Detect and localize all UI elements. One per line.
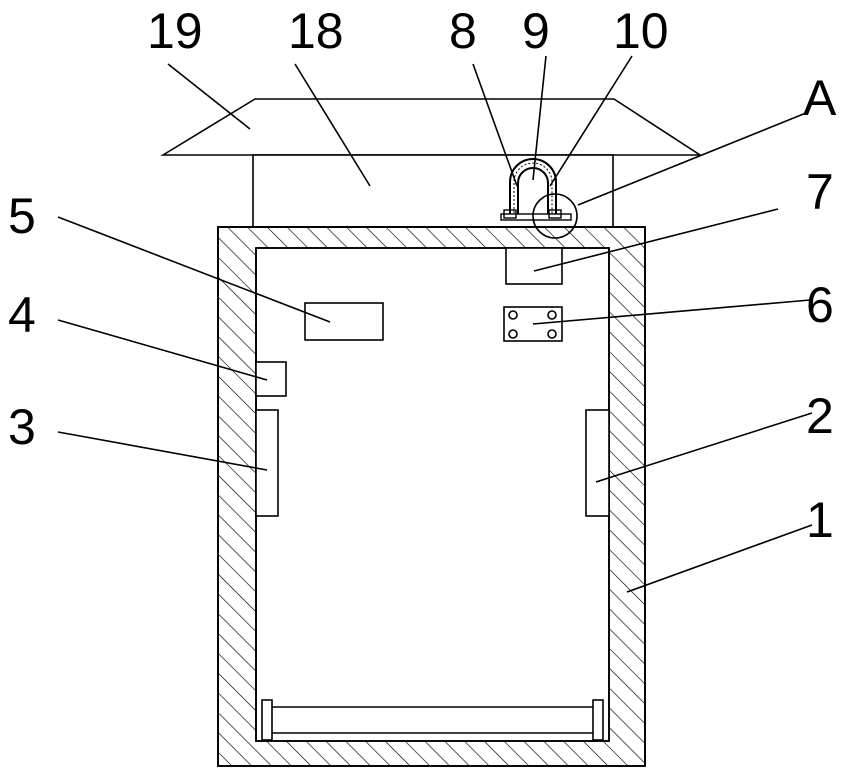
component-part-5 — [305, 303, 383, 340]
label-1: 1 — [806, 492, 834, 548]
leader-1 — [627, 525, 812, 592]
label-8: 8 — [449, 3, 477, 59]
label-7: 7 — [806, 164, 834, 220]
leader-6 — [533, 300, 810, 324]
label-9: 9 — [522, 3, 550, 59]
label-18: 18 — [288, 3, 344, 59]
label-4: 4 — [8, 287, 36, 343]
roof-part-19 — [163, 99, 700, 155]
side-panel-part-2 — [586, 410, 609, 516]
component-part-4 — [256, 362, 286, 396]
screw-hole — [509, 311, 517, 319]
label-2: 2 — [806, 388, 834, 444]
label-6: 6 — [806, 277, 834, 333]
label-A: A — [803, 70, 837, 126]
screw-hole — [509, 330, 517, 338]
label-3: 3 — [8, 399, 36, 455]
leader-19 — [168, 64, 250, 129]
cabinet-wall-part-1 — [218, 227, 645, 766]
bottom-rail — [262, 700, 603, 740]
side-panel-part-3 — [256, 410, 278, 516]
label-5: 5 — [8, 188, 36, 244]
screw-hole — [548, 330, 556, 338]
label-10: 10 — [613, 3, 669, 59]
label-19: 19 — [147, 3, 203, 59]
screw-hole — [548, 311, 556, 319]
